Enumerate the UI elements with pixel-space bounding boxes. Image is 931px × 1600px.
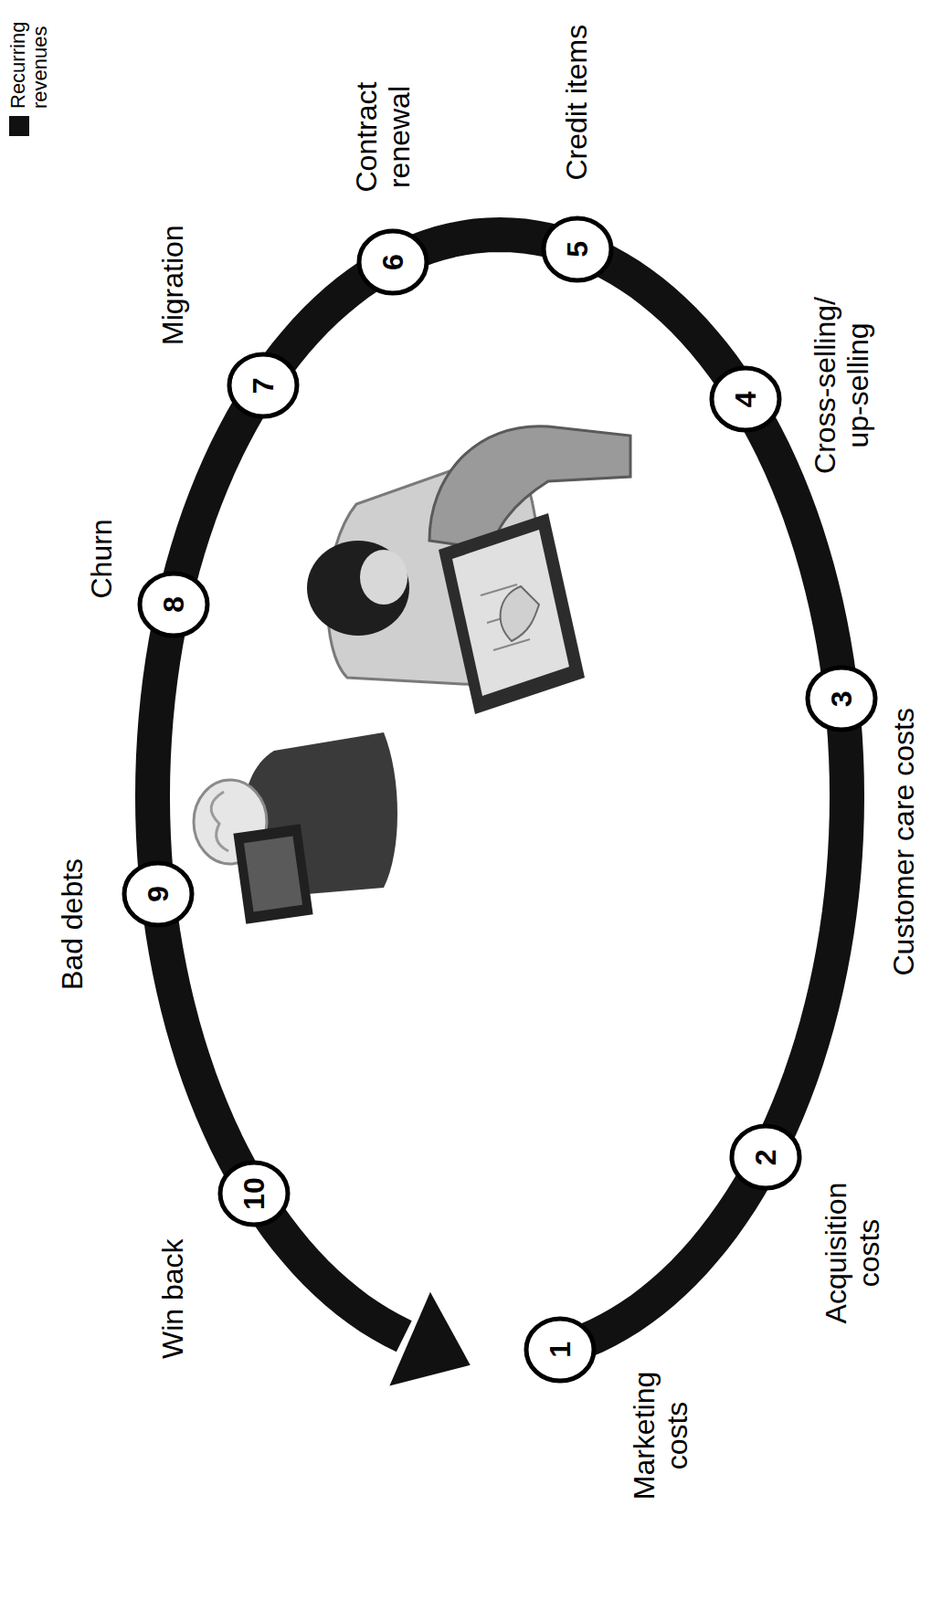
circle-shape <box>139 573 208 636</box>
step-number: 10 <box>239 1177 269 1211</box>
circle-shape <box>220 1163 288 1226</box>
step-number: 8 <box>158 596 189 614</box>
step-circle: 7Migration <box>226 351 300 420</box>
circle-shape <box>807 667 876 730</box>
circle-shape <box>359 231 427 294</box>
legend-swatch <box>9 116 30 137</box>
legend: Recurring revenues <box>7 0 52 137</box>
laptop <box>438 513 585 715</box>
hands <box>500 586 540 642</box>
step-label: Bad debts <box>56 858 90 991</box>
step-label: Customer care costs <box>888 708 921 976</box>
circle-shape <box>229 354 297 417</box>
step-label: Migration <box>157 224 191 346</box>
step-circle: 1Marketing costs <box>523 1316 597 1385</box>
step-number: 1 <box>545 1342 575 1359</box>
man-head <box>306 540 410 636</box>
step-number: 3 <box>826 690 857 708</box>
legend-row: Recurring revenues <box>7 0 52 137</box>
circle-shape <box>711 368 780 431</box>
step-circle: 3Customer care costs <box>804 665 879 733</box>
step-number: 9 <box>143 886 173 903</box>
recurring-ring <box>152 234 847 1386</box>
hair-lines <box>211 792 229 852</box>
step-label: Cross-selling/ up-selling <box>809 283 876 489</box>
step-label: Marketing costs <box>628 1356 695 1517</box>
ring-band <box>152 234 847 1351</box>
man-face <box>359 550 408 605</box>
step-circle: 5Credit items <box>540 215 614 284</box>
step-number: 5 <box>562 241 593 258</box>
step-circle: 8Churn <box>137 571 211 639</box>
people-photo <box>193 426 631 925</box>
circle-shape <box>526 1319 594 1382</box>
laptop-keys <box>452 529 570 697</box>
step-number: 4 <box>730 391 761 408</box>
step-label: Credit items <box>560 24 594 181</box>
legend-text: Recurring revenues <box>7 0 52 109</box>
step-number: 7 <box>248 377 278 394</box>
step-circle: 6Contract renewal <box>356 228 430 297</box>
step-circle: 2Acquisition costs <box>729 1123 803 1192</box>
circle-shape <box>124 863 192 926</box>
step-number: 6 <box>378 253 408 271</box>
step-label: Contract renewal <box>350 63 417 211</box>
step-circle: 9Bad debts <box>121 860 195 929</box>
circle-shape <box>731 1126 800 1189</box>
tablet <box>232 824 313 924</box>
tablet-screen <box>243 836 303 913</box>
ring-arrowhead <box>389 1292 470 1387</box>
step-circle: 10Win back <box>217 1160 291 1228</box>
step-label: Churn <box>85 518 119 599</box>
step-label: Win back <box>157 1238 191 1360</box>
circle-shape <box>543 218 612 281</box>
step-label: Acquisition costs <box>820 1166 887 1341</box>
step-circle: 4Cross-selling/ up-selling <box>708 365 783 434</box>
step-number: 2 <box>751 1150 781 1167</box>
